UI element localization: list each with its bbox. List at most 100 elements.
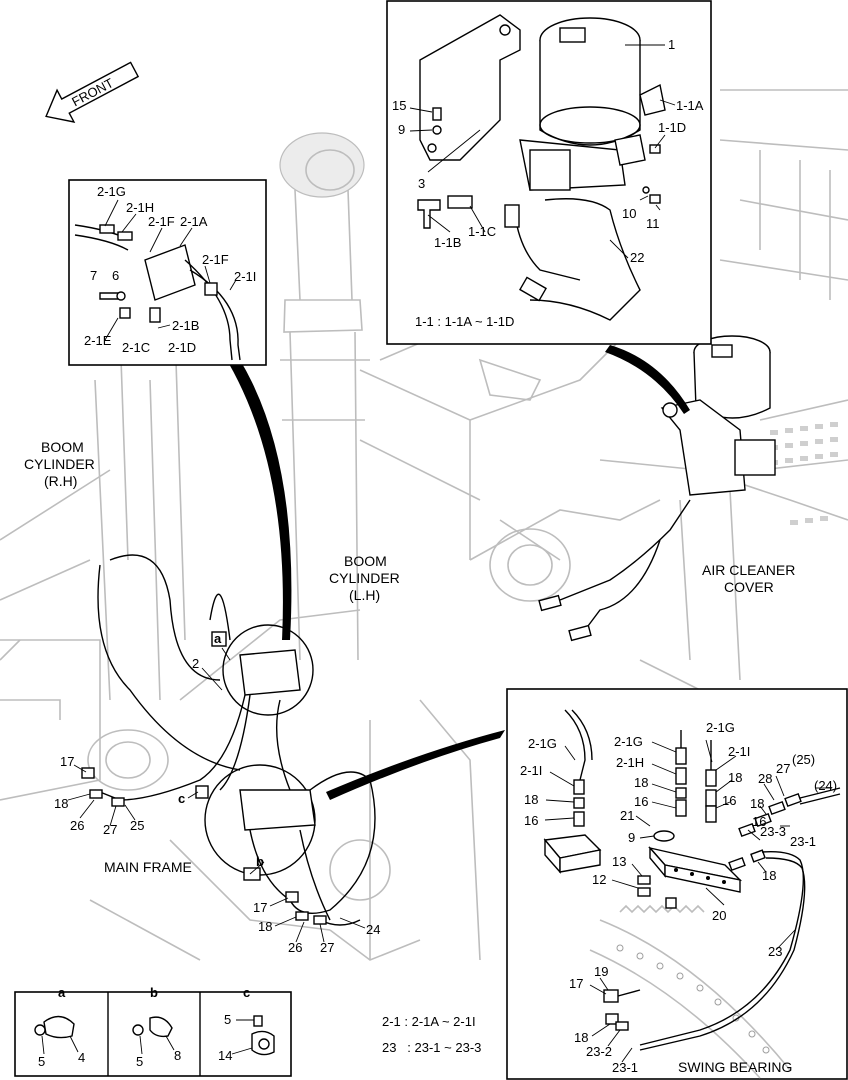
label-26-left: 26 (70, 818, 84, 833)
label-2-1A: 2-1A (180, 214, 208, 229)
label-26-right: 26 (288, 940, 302, 955)
swing-label-28: 28 (758, 771, 772, 786)
swing-label-18-lower: 18 (762, 868, 776, 883)
motor-detail-box: 1 1-1A 1-1D 15 9 3 10 11 1-1B 1-1C 22 1-… (386, 0, 712, 345)
swing-label-2-1H: 2-1H (616, 755, 644, 770)
swing-label-16-left: 16 (524, 813, 538, 828)
swing-label-24-ref: (24) (814, 778, 837, 793)
detail-header-b: b (150, 985, 158, 1000)
swing-label-23-1-bottom: 23-1 (612, 1060, 638, 1075)
swing-label-2-1I-right: 2-1I (728, 744, 750, 759)
label-2-1F: 2-1F (148, 214, 175, 229)
swing-label-23-3: 23-3 (760, 824, 786, 839)
label-27-right: 27 (320, 940, 334, 955)
swing-label-2-1G-mid: 2-1G (614, 734, 643, 749)
swing-label-20: 20 (712, 908, 726, 923)
swing-label-21: 21 (620, 808, 634, 823)
swing-label-2-1G-left: 2-1G (528, 736, 557, 751)
label-2-1I: 2-1I (234, 269, 256, 284)
front-arrow: FRONT (45, 61, 140, 123)
boom-cyl-rh-line3: (R.H) (44, 473, 77, 489)
swing-label-2-1G-right: 2-1G (706, 720, 735, 735)
label-7: 7 (90, 268, 97, 283)
label-3: 3 (418, 176, 425, 191)
label-1-1D: 1-1D (658, 120, 686, 135)
detail-c-label-5: 5 (224, 1012, 231, 1027)
boom-cyl-lh-line1: BOOM (344, 553, 387, 569)
swing-label-16-far: 16 (752, 814, 766, 829)
label-2-1E: 2-1E (84, 333, 112, 348)
swing-label-18-right: 18 (728, 770, 742, 785)
label-17-left: 17 (60, 754, 74, 769)
label-15: 15 (392, 98, 406, 113)
view-marker-b: b (256, 854, 264, 869)
label-10: 10 (622, 206, 636, 221)
swing-label-9: 9 (628, 830, 635, 845)
label-18-right: 18 (258, 919, 272, 934)
boom-cyl-rh-line2: CYLINDER (24, 456, 95, 472)
air-cleaner-line1: AIR CLEANER (702, 562, 795, 578)
label-2-1G: 2-1G (97, 184, 126, 199)
label-22: 22 (630, 250, 644, 265)
label-25: 25 (130, 818, 144, 833)
label-1-1C: 1-1C (468, 224, 496, 239)
swing-label-18-bottom: 18 (574, 1030, 588, 1045)
main-callouts: BOOM CYLINDER (R.H) BOOM CYLINDER (L.H) … (24, 439, 795, 955)
label-2-1D: 2-1D (168, 340, 196, 355)
detail-b-label-5: 5 (136, 1054, 143, 1069)
label-24: 24 (366, 922, 380, 937)
swing-label-17: 17 (569, 976, 583, 991)
detail-a-label-5: 5 (38, 1054, 45, 1069)
label-2-1H: 2-1H (126, 200, 154, 215)
detail-views-box: a b c 5 4 5 8 5 14 (14, 985, 292, 1077)
swing-label-23: 23 (768, 944, 782, 959)
detail-c-label-14: 14 (218, 1048, 232, 1063)
label-2-1C: 2-1C (122, 340, 150, 355)
swing-bearing-label: SWING BEARING (678, 1059, 792, 1075)
label-17-right: 17 (253, 900, 267, 915)
swing-label-19: 19 (594, 964, 608, 979)
view-pointers (228, 345, 690, 800)
swing-label-23-2: 23-2 (586, 1044, 612, 1059)
main-hose-assembly (81, 335, 776, 926)
detail-header-c: c (243, 985, 250, 1000)
boom-cyl-lh-line2: CYLINDER (329, 570, 400, 586)
manifold-detail-box: 2-1G 2-1H 2-1F 2-1A 2-1F 2-1I 7 6 2-1B 2… (68, 179, 267, 366)
swing-label-27: 27 (776, 761, 790, 776)
detail-header-a: a (58, 985, 66, 1000)
label-18-left: 18 (54, 796, 68, 811)
swing-label-18-far: 18 (750, 796, 764, 811)
motor-note: 1-1 : 1-1A ~ 1-1D (415, 314, 514, 329)
air-cleaner-line2: COVER (724, 579, 774, 595)
note-23: 23 : 23-1 ~ 23-3 (382, 1040, 481, 1055)
label-11: 11 (646, 216, 660, 231)
label-2: 2 (192, 656, 199, 671)
view-marker-a: a (214, 631, 222, 646)
swing-label-12: 12 (592, 872, 606, 887)
note-2-1: 2-1 : 2-1A ~ 2-1I (382, 1014, 476, 1029)
swing-label-18-mid: 18 (634, 775, 648, 790)
label-27-left: 27 (103, 822, 117, 837)
swing-label-23-1-top: 23-1 (790, 834, 816, 849)
detail-a-label-4: 4 (78, 1050, 85, 1065)
swing-label-2-1I-left: 2-1I (520, 763, 542, 778)
boom-cyl-lh-line3: (L.H) (349, 587, 380, 603)
swing-label-16-right: 16 (722, 793, 736, 808)
label-1-1A: 1-1A (676, 98, 704, 113)
label-1-1B: 1-1B (434, 235, 461, 250)
view-marker-c: c (178, 791, 185, 806)
swing-label-16-mid: 16 (634, 794, 648, 809)
label-6: 6 (112, 268, 119, 283)
label-2-1F-b: 2-1F (202, 252, 229, 267)
machine-background (0, 89, 848, 961)
swing-detail-box: 2-1G 2-1I 18 16 2-1G 2-1H 18 16 21 9 2-1… (506, 688, 848, 1080)
swing-label-18-left: 18 (524, 792, 538, 807)
detail-b-label-8: 8 (174, 1048, 181, 1063)
label-2-1B: 2-1B (172, 318, 199, 333)
swing-label-25-ref: (25) (792, 752, 815, 767)
label-1: 1 (668, 37, 675, 52)
boom-cyl-rh-line1: BOOM (41, 439, 84, 455)
main-frame-label: MAIN FRAME (104, 859, 192, 875)
